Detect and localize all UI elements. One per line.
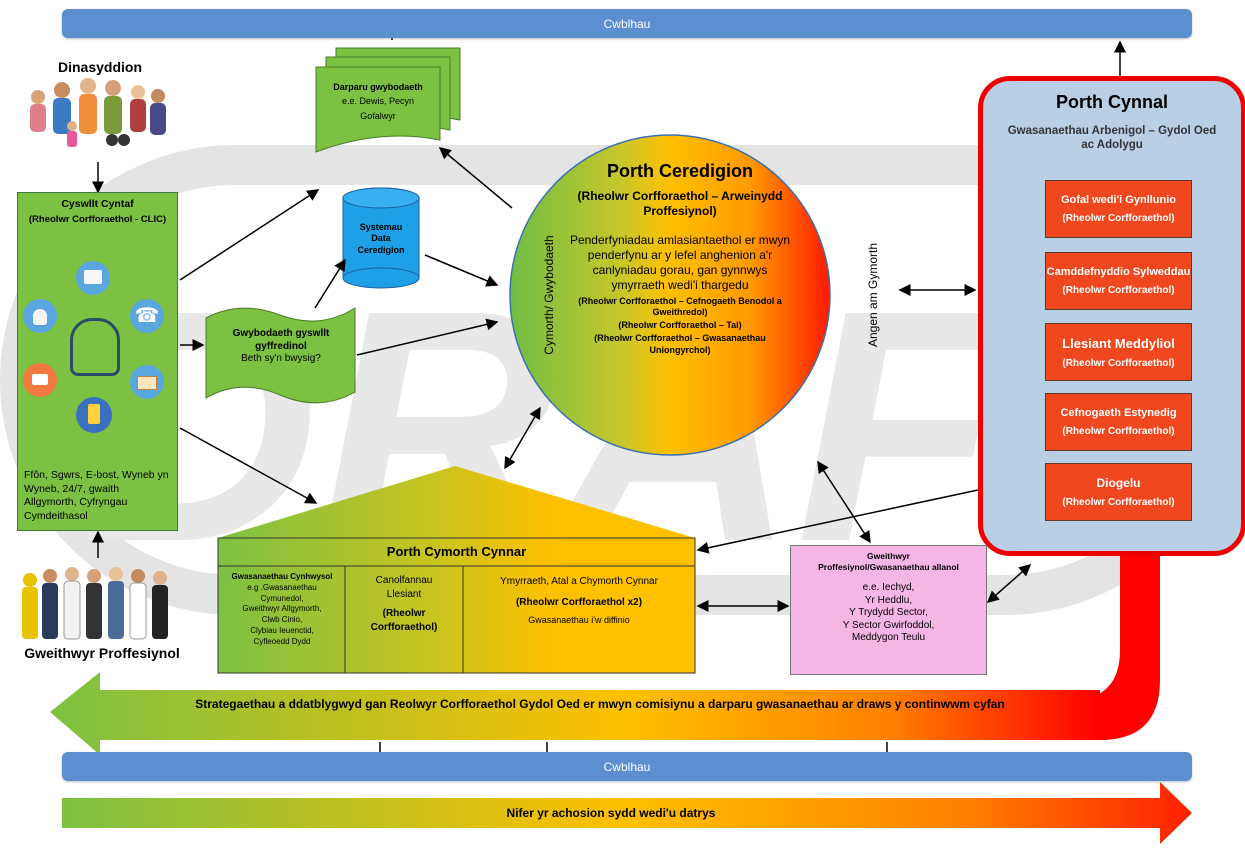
specialist-box-title: Gofal wedi'i Gynllunio: [1060, 194, 1177, 206]
wellbeing-centres-column: Canolfannau Llesiant (Rheolwr Corfforaet…: [346, 574, 462, 634]
inclusive-services-line: e.g .Gwasanaethau: [247, 582, 317, 592]
info-document-shape: [315, 66, 441, 153]
professionals-title: Gweithwyr Proffesiynol: [24, 645, 180, 661]
wellbeing-centres-line: Canolfannau: [375, 575, 433, 586]
specialist-box-sub: (Rheolwr Corfforaethol): [1062, 426, 1175, 437]
porth-cynnal-title: Porth Cynnal: [1055, 92, 1168, 112]
general-info-line3: Beth sy'n bwysig?: [241, 353, 321, 364]
external-line: Yr Heddlu,: [864, 594, 913, 606]
first-contact-channels: Ffôn, Sgwrs, E-bost, Wyneb yn Wyneb, 24/…: [24, 469, 169, 522]
porth-ceredigion-body4: ymyrraeth wedi'i thargedu: [611, 277, 749, 292]
first-contact-title: Cyswllt Cyntaf: [61, 198, 134, 210]
email-icon: [130, 365, 164, 399]
specialist-box-planned-care: Gofal wedi'i Gynllunio (Rheolwr Corffora…: [1045, 180, 1192, 238]
general-info-line1: Gwybodaeth gyswllt: [232, 328, 330, 339]
mobile-icon: [76, 397, 112, 433]
bottom-bar-label: Cwblhau: [603, 759, 651, 774]
external-line: Y Sector Gwirfoddol,: [842, 619, 935, 631]
top-completion-bar: Cwblhau: [62, 9, 1192, 38]
info-document: Darparu gwybodaeth e.e. Dewis, Pecyn Gof…: [318, 82, 438, 122]
wellbeing-centres-line: (Rheolwr: [382, 608, 426, 619]
general-info-label: Gwybodaeth gyswllt gyffredinol Beth sy'n…: [206, 328, 356, 366]
data-systems-line1: Systemau: [359, 222, 403, 232]
specialist-box-sub: (Rheolwr Corfforaethol): [1062, 285, 1175, 296]
inclusive-services-line: Clybiau Ieuenctid,: [250, 625, 314, 635]
headset-icon: [70, 318, 120, 376]
external-professionals-box: Gweithwyr Proffesiynol/Gwasanaethau alla…: [790, 545, 987, 675]
info-doc-title: Darparu gwybodaeth: [333, 82, 423, 92]
specialist-box-title: Camddefnyddio Sylweddau: [1046, 266, 1191, 278]
specialist-box-sub: (Rheolwr Corfforaethol): [1062, 357, 1175, 369]
early-intervention-note: Gwasanaethau i'w diffinio: [528, 615, 630, 625]
porth-ceredigion-subtitle1: (Rheolwr Corfforaethol – Arweinydd: [577, 188, 783, 203]
citizens-illustration: [30, 78, 166, 147]
data-systems-line3: Ceredigion: [357, 244, 405, 255]
bottom-completion-bar: Cwblhau: [62, 752, 1192, 781]
citizens-title: Dinasyddion: [57, 59, 142, 75]
message-icon: [23, 363, 57, 397]
resolved-arrow-shape: [62, 782, 1192, 844]
specialist-box-safeguarding: Diogelu (Rheolwr Corfforaethol): [1045, 463, 1192, 521]
support-info-label: Cymorth/ Gwybodaeth: [542, 235, 556, 355]
wellbeing-centres-line: Llesiant: [386, 588, 422, 600]
specialist-box-mental-wellbeing: Llesiant Meddyliol (Rheolwr Corfforaetho…: [1045, 323, 1192, 381]
early-intervention-title: Ymyrraeth, Atal a Chymorth Cynnar: [500, 576, 658, 587]
need-support-label: Angen am Gymorth: [866, 242, 880, 348]
phone-icon: ☎: [130, 299, 164, 333]
porth-ceredigion-subtitle2: Proffesiynol): [643, 203, 717, 218]
porth-cynnal-subtitle1: Gwasanaethau Arbenigol – Gydol Oed: [1007, 124, 1217, 137]
porth-ceredigion-body1: Penderfyniadau amlasiantaethol er mwyn: [569, 232, 791, 247]
early-intervention-sub: (Rheolwr Corfforaethol x2): [515, 596, 643, 608]
porth-ceredigion-text: Porth Ceredigion (Rheolwr Corfforaethol …: [560, 160, 800, 356]
inclusive-services-title: Gwasanaethau Cynhwysol: [231, 572, 333, 581]
porth-ceredigion-note1: (Rheolwr Corfforaethol – Cefnogaeth Beno…: [578, 295, 782, 306]
chat-icon: [76, 261, 110, 295]
inclusive-services-line: Gweithwyr Allgymorth,: [242, 604, 322, 614]
data-systems-label: Systemau Data Ceredigion: [343, 222, 419, 256]
porth-cymorth-cynnar-title: Porth Cymorth Cynnar: [386, 544, 527, 559]
external-title2: Proffesiynol/Gwasanaethau allanol: [818, 561, 959, 572]
porth-cynnal-subtitle2: ac Adolygu: [1081, 138, 1143, 151]
strategies-arrow-label: Strategaethau a ddatblygwyd gan Reolwyr …: [195, 697, 1005, 711]
specialist-box-title: Diogelu: [1096, 476, 1141, 490]
data-systems-line2: Data: [371, 233, 391, 244]
first-contact-subtitle: (Rheolwr Corfforaethol - CLIC): [28, 214, 167, 226]
external-line: e.e. Iechyd,: [862, 582, 915, 594]
general-info-shape: [205, 307, 356, 404]
specialist-box-substance-misuse: Camddefnyddio Sylweddau (Rheolwr Corffor…: [1045, 252, 1192, 310]
speaking-icon: [23, 299, 57, 333]
wellbeing-centres-line: Corfforaethol): [370, 621, 438, 633]
porth-ceredigion-circle: [509, 134, 831, 456]
general-info-line2: gyffredinol: [255, 340, 307, 352]
porth-ceredigion-note3: (Rheolwr Corfforaethol – Tai): [618, 320, 742, 330]
inclusive-services-line: Clwb Cinio,: [261, 615, 303, 625]
specialist-box-extended-support: Cefnogaeth Estynedig (Rheolwr Corfforaet…: [1045, 393, 1192, 451]
specialist-box-sub: (Rheolwr Corfforaethol): [1062, 213, 1175, 224]
porth-ceredigion-title: Porth Ceredigion: [606, 161, 753, 181]
inclusive-services-column: Gwasanaethau Cynhwysol e.g .Gwasanaethau…: [220, 572, 344, 648]
professionals-illustration: [22, 567, 168, 640]
external-line: Y Trydydd Sector,: [849, 607, 928, 619]
top-bar-label: Cwblhau: [603, 16, 651, 31]
early-intervention-column: Ymyrraeth, Atal a Chymorth Cynnar (Rheol…: [464, 576, 694, 626]
info-doc-line2: Gofalwyr: [360, 110, 396, 121]
strategies-arrow-shape: [50, 672, 1100, 755]
specialist-box-sub: (Rheolwr Corfforaethol): [1062, 497, 1175, 508]
first-contact-box: Cyswllt Cyntaf (Rheolwr Corfforaethol - …: [17, 192, 178, 531]
porth-ceredigion-body2: penderfynu ar y lefel anghenion a'r: [587, 247, 773, 262]
resolved-arrow-label: Nifer yr achosion sydd wedi'u datrys: [506, 806, 716, 820]
inclusive-services-line: Cymunedol,: [260, 593, 304, 603]
info-doc-line1: e.e. Dewis, Pecyn: [341, 96, 415, 107]
specialist-box-title: Llesiant Meddyliol: [1062, 335, 1175, 351]
porth-ceredigion-body3: canlyniadau gorau, gan gynnwys: [592, 262, 768, 277]
porth-ceredigion-note4: (Rheolwr Corfforaethol – Gwasanaethau: [594, 333, 766, 344]
specialist-box-title: Cefnogaeth Estynedig: [1060, 407, 1177, 419]
porth-ceredigion-note5: Uniongyrchol): [649, 344, 711, 355]
external-line: Meddygon Teulu: [851, 632, 926, 644]
inclusive-services-line: Cyfleoedd Dydd: [253, 636, 311, 646]
porth-ceredigion-note2: Gweithredol): [652, 306, 708, 317]
external-title1: Gweithwyr: [867, 551, 910, 561]
